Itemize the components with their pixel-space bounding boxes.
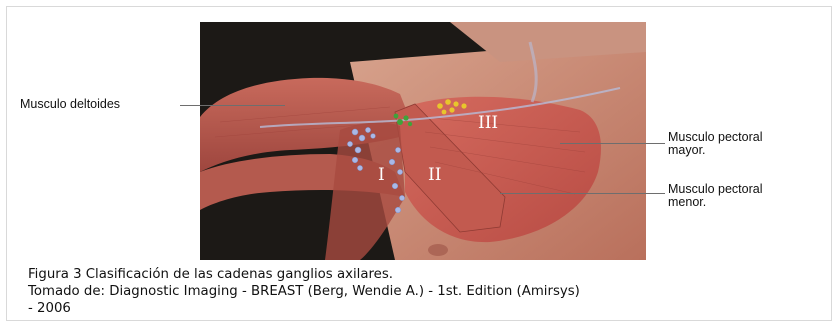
pectoral-major-label-line2: mayor. bbox=[668, 144, 763, 157]
caption-line-3: - 2006 bbox=[28, 300, 828, 317]
axillary-anatomy-svg: I II III bbox=[200, 22, 646, 260]
nipple bbox=[428, 244, 448, 256]
pectoral-minor-label: Musculo pectoral menor. bbox=[668, 183, 763, 209]
pectoral-major-leader-line bbox=[560, 143, 665, 144]
pectoral-minor-leader-line bbox=[500, 193, 665, 194]
caption-line-1: Figura 3 Clasificación de las cadenas ga… bbox=[28, 266, 828, 283]
deltoid-label: Musculo deltoides bbox=[20, 98, 120, 111]
caption-line-2: Tomado de: Diagnostic Imaging - BREAST (… bbox=[28, 283, 828, 300]
pectoral-minor-label-line2: menor. bbox=[668, 196, 763, 209]
level-ii-label: II bbox=[428, 165, 441, 185]
level-iii-label: III bbox=[478, 113, 498, 133]
level-i-label: I bbox=[378, 165, 385, 185]
anatomical-illustration: I II III bbox=[200, 22, 646, 260]
deltoid-leader-line bbox=[180, 105, 285, 106]
pectoral-major-label: Musculo pectoral mayor. bbox=[668, 131, 763, 157]
figure-caption: Figura 3 Clasificación de las cadenas ga… bbox=[28, 266, 828, 317]
